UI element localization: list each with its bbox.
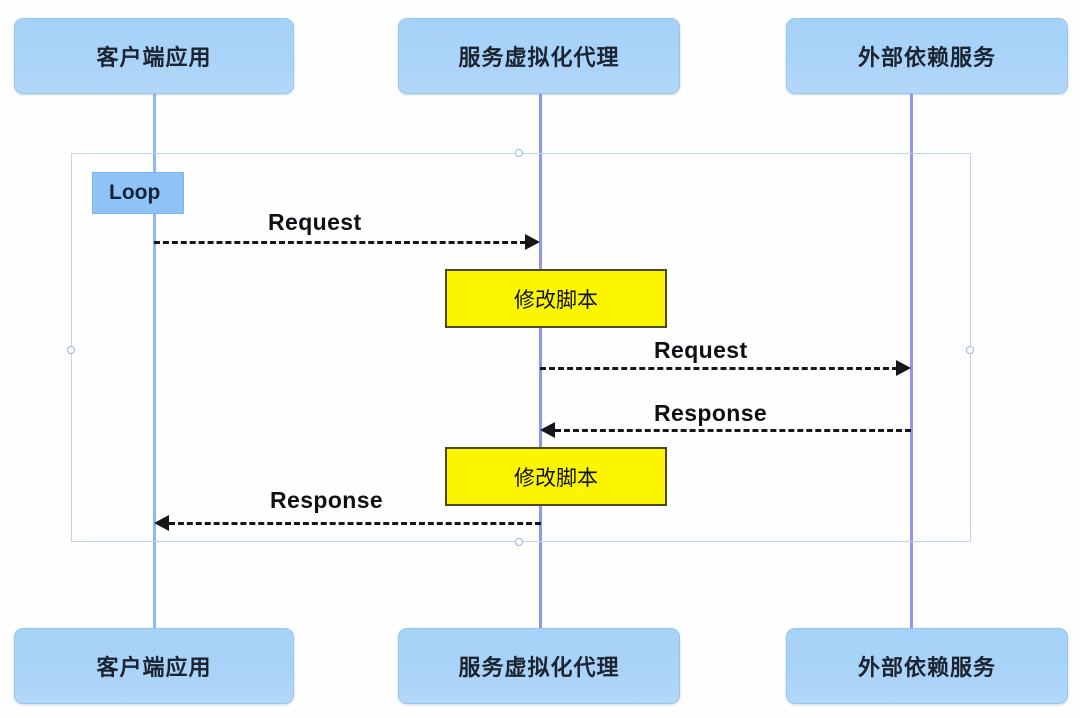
participant-label: 外部依赖服务 bbox=[857, 45, 996, 70]
note-label: 修改脚本 bbox=[514, 287, 598, 312]
message-2-line[interactable] bbox=[540, 367, 898, 370]
message-3-arrowhead bbox=[540, 422, 555, 438]
participant-external-bottom[interactable]: 外部依赖服务 bbox=[786, 628, 1068, 704]
message-3-line[interactable] bbox=[555, 429, 911, 432]
participant-client-top[interactable]: 客户端应用 bbox=[14, 18, 294, 94]
lifeline-external bbox=[910, 92, 913, 640]
loop-fragment-label[interactable]: Loop bbox=[92, 172, 184, 214]
participant-label: 外部依赖服务 bbox=[857, 655, 996, 680]
message-4-arrowhead bbox=[154, 515, 169, 531]
participant-proxy-bottom[interactable]: 服务虚拟化代理 bbox=[398, 628, 680, 704]
message-2-label: Request bbox=[654, 337, 748, 363]
note-modify-script-1[interactable]: 修改脚本 bbox=[445, 269, 667, 328]
frame-handle-right[interactable] bbox=[966, 346, 974, 354]
note-modify-script-2[interactable]: 修改脚本 bbox=[445, 447, 667, 506]
message-3-label: Response bbox=[654, 400, 768, 426]
participant-label: 客户端应用 bbox=[96, 655, 212, 680]
lifeline-proxy bbox=[539, 92, 542, 640]
message-1-arrowhead bbox=[525, 234, 540, 250]
participant-client-bottom[interactable]: 客户端应用 bbox=[14, 628, 294, 704]
message-4-label: Response bbox=[270, 487, 384, 513]
participant-external-top[interactable]: 外部依赖服务 bbox=[786, 18, 1068, 94]
message-1-line[interactable] bbox=[154, 241, 526, 244]
frame-handle-left[interactable] bbox=[67, 346, 75, 354]
message-1-label: Request bbox=[268, 209, 362, 235]
lifeline-client bbox=[153, 92, 156, 640]
participant-label: 服务虚拟化代理 bbox=[458, 655, 620, 680]
participant-label: 客户端应用 bbox=[96, 45, 212, 70]
loop-label-text: Loop bbox=[109, 181, 161, 204]
message-2-arrowhead bbox=[896, 360, 911, 376]
message-4-line[interactable] bbox=[169, 522, 541, 525]
participant-label: 服务虚拟化代理 bbox=[458, 45, 620, 70]
frame-handle-top[interactable] bbox=[515, 149, 523, 157]
frame-handle-bottom[interactable] bbox=[515, 538, 523, 546]
note-label: 修改脚本 bbox=[514, 465, 598, 490]
participant-proxy-top[interactable]: 服务虚拟化代理 bbox=[398, 18, 680, 94]
